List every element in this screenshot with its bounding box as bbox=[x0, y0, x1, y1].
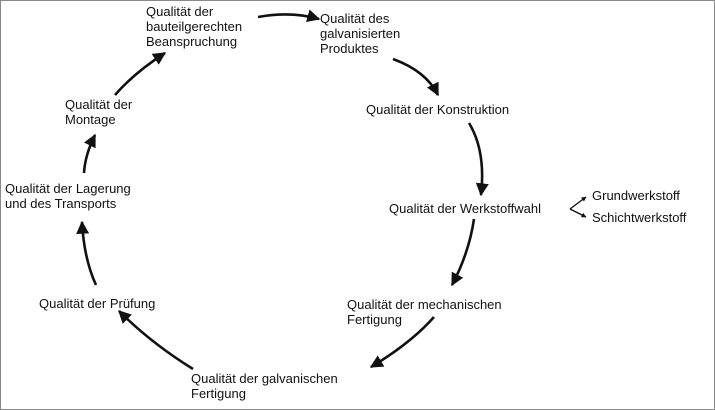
arrow-montage-to-beanspruchung bbox=[114, 51, 167, 96]
arrow-lagerung-to-montage bbox=[82, 133, 97, 174]
stage-produkt-qualitaet: Qualität des galvanisierten Produktes bbox=[320, 11, 401, 56]
branch-arrow-schichtwerkstoff bbox=[569, 208, 587, 218]
arrow-beanspruchung-to-produkt bbox=[257, 9, 321, 23]
arrow-pruefung-to-lagerung bbox=[76, 220, 98, 286]
branch-schichtwerkstoff: Schichtwerkstoff bbox=[592, 210, 687, 225]
stage-montage: Qualität der Montage bbox=[65, 97, 133, 127]
arrow-galvanische-fertigung-to-pruefung bbox=[118, 310, 194, 371]
stage-pruefung: Qualität der Prüfung bbox=[39, 296, 156, 311]
branch-arrow-grundwerkstoff bbox=[569, 196, 587, 210]
arrow-werkstoffwahl-to-mechanische-fertigung bbox=[450, 218, 476, 287]
stage-bauteilgerechte-beanspruchung: Qualität der bauteilgerechten Beanspruch… bbox=[146, 4, 243, 49]
stage-mechanische-fertigung: Qualität der mechanischen Fertigung bbox=[347, 297, 502, 327]
stage-lagerung-transport: Qualität der Lagerung und des Transports bbox=[5, 181, 131, 211]
branch-grundwerkstoff: Grundwerkstoff bbox=[592, 188, 680, 203]
arrow-produkt-to-konstruktion bbox=[392, 57, 440, 97]
stage-konstruktion: Qualität der Konstruktion bbox=[366, 102, 510, 117]
arrow-konstruktion-to-werkstoffwahl bbox=[467, 122, 489, 197]
stage-werkstoffwahl: Qualität der Werkstoffwahl bbox=[389, 201, 541, 216]
stage-galvanische-fertigung: Qualität der galvanischen Fertigung bbox=[191, 371, 338, 401]
arrow-mechanische-to-galvanische-fertigung bbox=[369, 316, 435, 369]
